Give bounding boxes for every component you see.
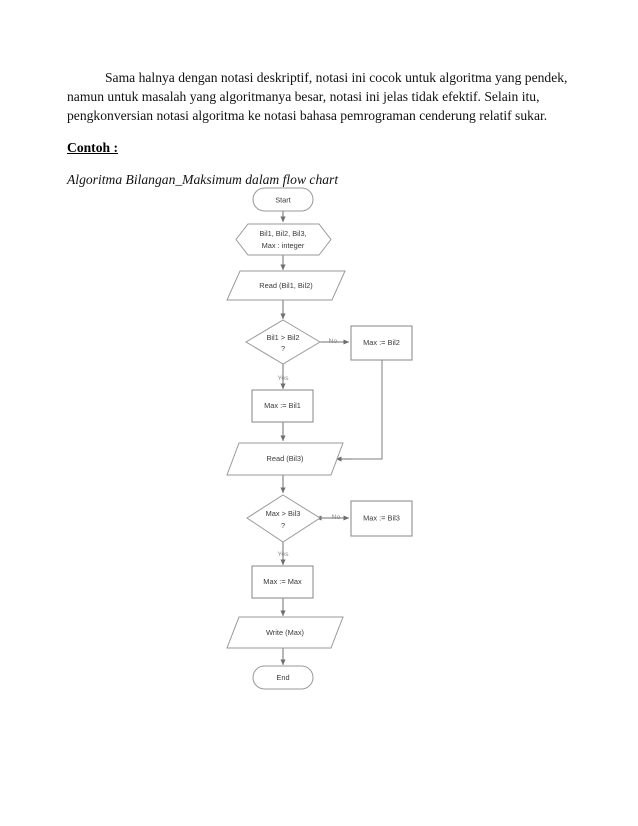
node-decision1-label-line1: Bil1 > Bil2	[266, 333, 299, 342]
node-read-bil3-label: Read (Bil3)	[267, 454, 304, 463]
body-paragraph: Sama halnya dengan notasi deskriptif, no…	[67, 70, 568, 124]
node-declare-label-line2: Max : integer	[262, 241, 305, 250]
node-max-assign-max-label: Max := Max	[263, 577, 302, 586]
node-max-assign-bil2-label: Max := Bil2	[363, 338, 400, 347]
node-decision2-label-line1: Max > Bil3	[266, 509, 301, 518]
node-end[interactable]: End	[252, 665, 314, 690]
node-start[interactable]: Start	[252, 187, 314, 212]
node-end-label: End	[276, 673, 289, 682]
node-read-bil3[interactable]: Read (Bil3)	[226, 442, 344, 476]
edge-label-decision1-yes: Yes	[277, 375, 289, 382]
node-max-assign-bil1-label: Max := Bil1	[264, 401, 301, 410]
node-declare[interactable]: Bil1, Bil2, Bil3, Max : integer	[235, 223, 332, 256]
text-block: Sama halnya dengan notasi deskriptif, no…	[67, 68, 571, 188]
flow-edge-labels: No Yes No Yes	[277, 338, 340, 558]
edge-label-decision2-yes: Yes	[277, 551, 289, 558]
node-decision2-label-line2: ?	[281, 521, 285, 530]
edge-label-decision2-no: No	[332, 514, 341, 521]
edge-label-decision1-no: No	[329, 338, 338, 345]
node-max-assign-max[interactable]: Max := Max	[251, 565, 314, 599]
node-declare-label-line1: Bil1, Bil2, Bil3,	[259, 229, 306, 238]
node-max-assign-bil3[interactable]: Max := Bil3	[350, 500, 413, 537]
flow-connectors	[280, 211, 383, 666]
node-decision-max-gt-bil3[interactable]: Max > Bil3 ?	[246, 494, 321, 543]
section-heading: Contoh :	[67, 139, 118, 155]
node-read-bil1-bil2-label: Read (Bil1, Bil2)	[259, 281, 312, 290]
node-max-assign-bil2[interactable]: Max := Bil2	[350, 325, 413, 361]
flowchart-caption: Algoritma Bilangan_Maksimum dalam flow c…	[67, 171, 339, 187]
node-read-bil1-bil2[interactable]: Read (Bil1, Bil2)	[226, 270, 346, 301]
node-start-label: Start	[275, 195, 291, 204]
node-max-assign-bil1[interactable]: Max := Bil1	[251, 389, 314, 423]
node-write-max[interactable]: Write (Max)	[226, 616, 344, 649]
node-decision1-label-line2: ?	[281, 344, 285, 353]
node-write-max-label: Write (Max)	[266, 628, 304, 637]
node-decision-bil1-gt-bil2[interactable]: Bil1 > Bil2 ?	[245, 319, 321, 365]
node-max-assign-bil3-label: Max := Bil3	[363, 513, 400, 522]
